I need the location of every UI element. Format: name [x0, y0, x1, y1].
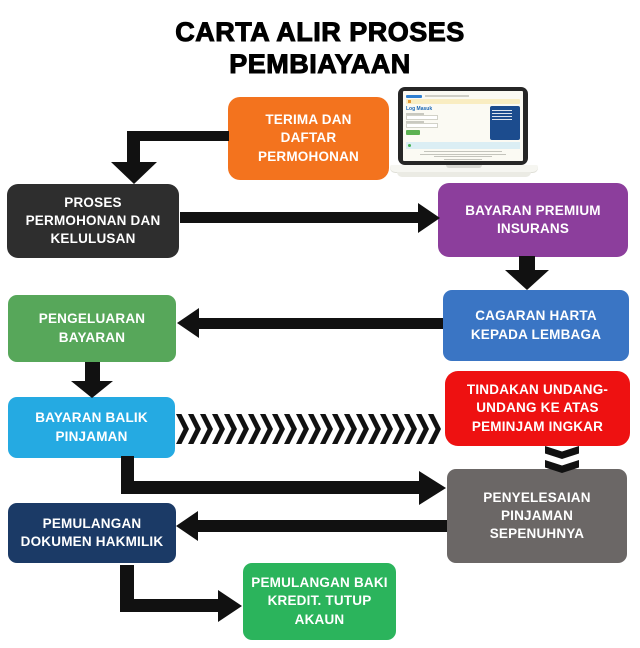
- arrow-head-right-icon: [419, 471, 446, 505]
- chevron-down-icon: [545, 446, 579, 459]
- arrow-head-left-icon: [176, 511, 198, 541]
- box-penyelesaian-pinjaman: PENYELESAIAN PINJAMAN SEPENUHNYA: [447, 469, 627, 563]
- laptop-webpage: Log Masuk: [403, 91, 523, 161]
- laptop-illustration: Log Masuk: [390, 85, 538, 180]
- chevron-right-icon: [224, 414, 237, 444]
- chevron-down-icon: [545, 460, 579, 473]
- laptop-base-bottom: [397, 172, 531, 177]
- chevron-right-icon: [380, 414, 393, 444]
- chevron-right-icon: [236, 414, 249, 444]
- box-bayaran-premium-insurans: BAYARAN PREMIUM INSURANS: [438, 183, 628, 257]
- box-tindakan-undang-undang: TINDAKAN UNDANG- UNDANG KE ATAS PEMINJAM…: [445, 371, 630, 446]
- laptop-base: [390, 165, 538, 172]
- arrow-shaft: [180, 212, 420, 223]
- webpage-header-line: [425, 95, 469, 97]
- laptop-screen: Log Masuk: [398, 87, 528, 165]
- chevron-right-icon: [212, 414, 225, 444]
- arrow-shaft: [199, 318, 443, 329]
- box-pemulangan-dokumen-hakmilik: PEMULANGAN DOKUMEN HAKMILIK: [8, 503, 176, 563]
- chevron-right-icon: [332, 414, 345, 444]
- arrow-shaft: [121, 481, 420, 494]
- chevron-right-icon: [284, 414, 297, 444]
- box-cagaran-harta-kepada-lembaga: CAGARAN HARTA KEPADA LEMBAGA: [443, 290, 629, 361]
- chevron-right-icon: [404, 414, 417, 444]
- arrow-shaft: [519, 256, 535, 272]
- box-terima-dan-daftar-permohonan: TERIMA DAN DAFTAR PERMOHONAN: [228, 97, 389, 180]
- login-form: Log Masuk: [406, 106, 487, 140]
- chevron-right-icon: [308, 414, 321, 444]
- sidebar-panel: [490, 106, 520, 140]
- chevron-right-icon: [200, 414, 213, 444]
- arrow-head-down-icon: [505, 270, 549, 290]
- chevron-right-icon: [356, 414, 369, 444]
- box-pengeluaran-bayaran: PENGELUARAN BAYARAN: [8, 295, 176, 362]
- webpage-footer: [406, 151, 520, 160]
- login-heading: Log Masuk: [406, 106, 433, 112]
- laptop-notch: [446, 165, 482, 168]
- login-button: [406, 130, 420, 135]
- arrow-shaft: [198, 520, 447, 532]
- box-proses-permohonan-kelulusan: PROSES PERMOHONAN DAN KELULUSAN: [7, 184, 179, 258]
- chevron-right-icon: [392, 414, 405, 444]
- arrow-shaft: [120, 599, 220, 612]
- webpage-logo: [406, 94, 422, 98]
- banner-icon: [408, 100, 411, 103]
- arrow-shaft: [85, 362, 100, 383]
- arrow-head-down-icon: [111, 162, 157, 184]
- chevron-right-icon: [428, 414, 441, 444]
- arrow-head-left-icon: [177, 308, 199, 338]
- arrow-shaft: [127, 131, 229, 141]
- form-field: [406, 113, 487, 120]
- chevron-right-icon: [416, 414, 429, 444]
- chevron-right-icon: [188, 414, 201, 444]
- chevron-right-icon: [248, 414, 261, 444]
- info-strip: [406, 142, 520, 149]
- box-bayaran-balik-pinjaman: BAYARAN BALIK PINJAMAN: [8, 397, 175, 458]
- box-pemulangan-baki-kredit: PEMULANGAN BAKI KREDIT. TUTUP AKAUN: [243, 563, 396, 640]
- arrow-head-down-icon: [71, 381, 113, 398]
- chevron-right-icon: [272, 414, 285, 444]
- form-field: [406, 121, 487, 128]
- webpage-header: [406, 93, 520, 99]
- chevron-right-icon: [176, 414, 189, 444]
- arrow-shaft: [127, 131, 140, 165]
- check-icon: [408, 144, 411, 147]
- arrow-head-right-icon: [418, 203, 440, 233]
- webpage-body: Log Masuk: [406, 106, 520, 140]
- chevron-right-icon: [296, 414, 309, 444]
- chevron-right-icon: [368, 414, 381, 444]
- chevron-right-icon: [320, 414, 333, 444]
- chevron-right-icon: [344, 414, 357, 444]
- arrow-head-right-icon: [218, 590, 242, 622]
- page-title: CARTA ALIR PROSES PEMBIAYAAN: [175, 17, 465, 80]
- chevron-right-icon: [260, 414, 273, 444]
- double-chevron-tindakan-to-penyelesaian: [545, 446, 579, 473]
- webpage-banner: [406, 99, 520, 104]
- chevron-arrow-balik-to-tindakan: [176, 414, 441, 444]
